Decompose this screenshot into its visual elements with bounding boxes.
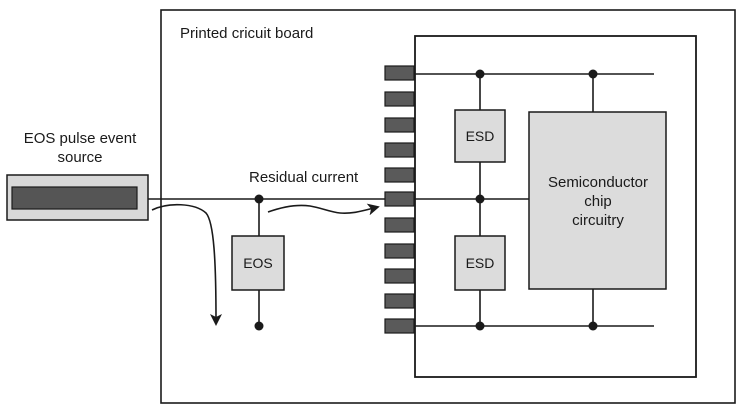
esd-top-label: ESD — [466, 128, 495, 144]
diverted-current-arrow — [151, 203, 222, 326]
chip-pin — [384, 318, 415, 334]
esd-bottom-label: ESD — [466, 255, 495, 271]
chip-pin — [384, 293, 415, 309]
chip-circuitry-label-line2: chip — [584, 193, 612, 210]
eos-source-label-line1: EOS pulse event — [24, 130, 137, 147]
chip-circuitry-box — [528, 111, 667, 290]
eos-device-box — [231, 235, 285, 291]
eos-source-core — [11, 186, 138, 210]
chip-pin — [384, 243, 415, 259]
esd-node-ground-rail — [475, 321, 485, 331]
eos-node-ground — [254, 321, 264, 331]
chip-pin — [384, 142, 415, 158]
chip-circuitry-label-line1: Semiconductor — [548, 174, 648, 191]
chip-pin — [384, 91, 415, 107]
chip-pin-active — [384, 191, 415, 207]
chip-circuitry-label-line3: circuitry — [572, 212, 624, 229]
residual-current-arrow — [267, 203, 380, 216]
chip-node-ground-rail — [588, 321, 598, 331]
chip-pin — [384, 217, 415, 233]
chip-pin — [384, 65, 415, 81]
residual-current-label: Residual current — [249, 169, 359, 186]
chip-package-outline — [414, 35, 697, 378]
chip-pin — [384, 117, 415, 133]
esd-top-box — [454, 109, 506, 163]
pcb-label: Printed cricuit board — [180, 25, 313, 42]
chip-pins — [384, 65, 415, 334]
chip-pin — [384, 268, 415, 284]
chip-pin — [384, 167, 415, 183]
esd-node-signal — [475, 194, 485, 204]
eos-source-label-line2: source — [57, 149, 102, 166]
eos-device-label: EOS — [243, 255, 273, 271]
esd-bottom-box — [454, 235, 506, 291]
